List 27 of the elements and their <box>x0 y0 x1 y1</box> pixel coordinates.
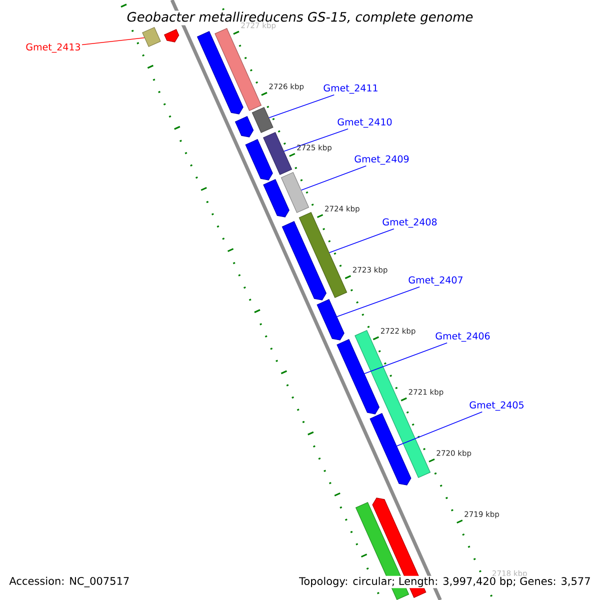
gene-label: Gmet_2406 <box>436 332 490 342</box>
leader-line <box>284 128 348 152</box>
leader-line <box>300 165 367 190</box>
gene-feature <box>263 179 290 218</box>
gene-label: Gmet_2410 <box>338 118 392 128</box>
gene-feature <box>234 116 254 138</box>
footer-text: Topology: circular; Length: 3,997,420 bp; Genes: 3,577 <box>298 576 592 588</box>
gene-label: Gmet_2409 <box>354 155 409 165</box>
gene-label: Gmet_2408 <box>382 218 437 228</box>
leader-line <box>396 411 483 446</box>
gene-label: Gmet_2413 <box>26 43 80 53</box>
footer-text: Accession: NC_007517 <box>8 576 131 588</box>
gene-feature <box>370 413 412 486</box>
gene-label: Gmet_2407 <box>408 276 462 286</box>
gene-feature <box>336 339 380 414</box>
leader-line <box>82 37 145 46</box>
gene-feature <box>245 139 273 180</box>
gene-label: Gmet_2411 <box>324 84 378 94</box>
gene-feature <box>164 29 180 42</box>
gene-feature <box>196 31 244 114</box>
gene-label: Gmet_2405 <box>470 401 524 411</box>
leader-line <box>329 228 394 254</box>
gene-feature <box>316 299 344 340</box>
leader-line <box>336 286 420 318</box>
leader-line <box>364 342 448 374</box>
gene-feature <box>282 221 327 300</box>
leader-line <box>268 94 335 118</box>
